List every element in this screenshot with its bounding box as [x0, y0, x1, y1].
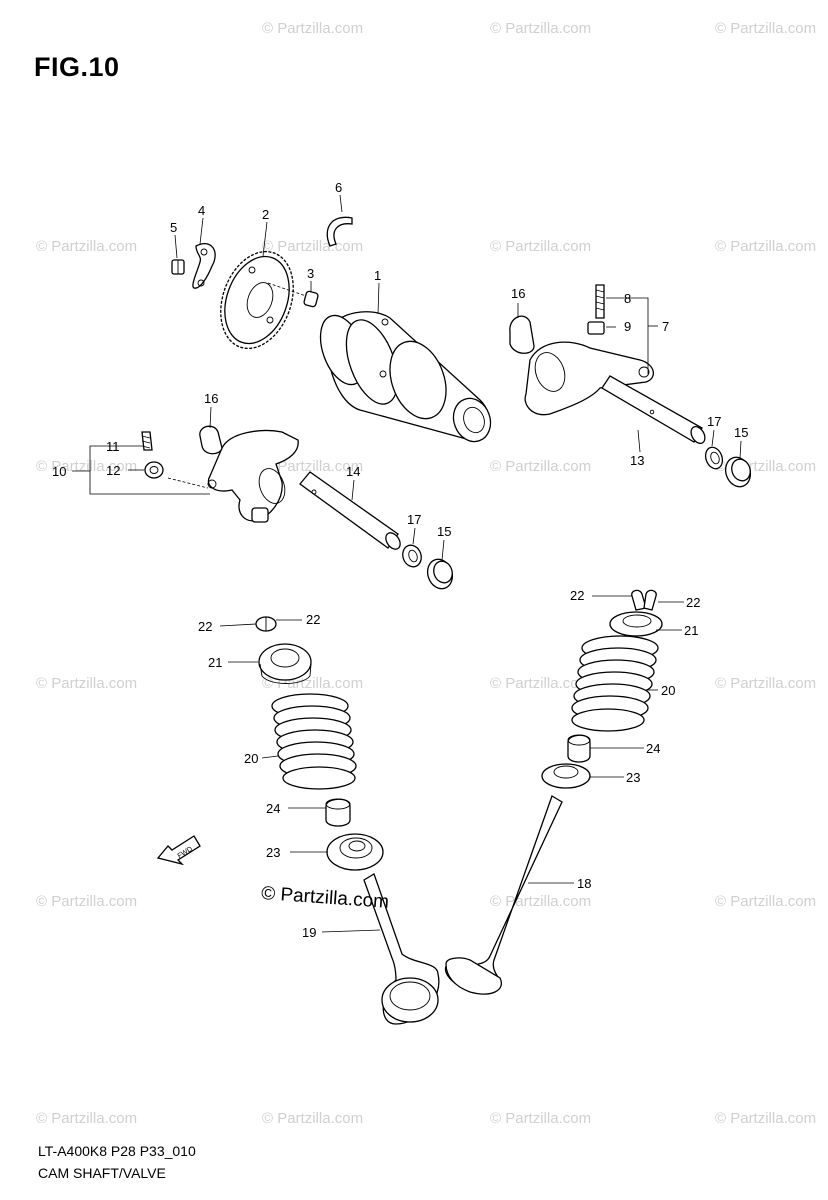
callout-9: 9	[624, 319, 631, 334]
callout-23-left: 23	[266, 845, 280, 860]
watermark: © Partzilla.com	[490, 893, 592, 910]
callout-24-left: 24	[266, 801, 280, 816]
spring-clip-left-part	[199, 425, 223, 455]
callout-16-right: 16	[511, 286, 525, 301]
callout-8: 8	[624, 291, 631, 306]
callout-21-right: 21	[684, 623, 698, 638]
cap-left-part	[426, 558, 454, 590]
callout-3: 3	[307, 266, 314, 281]
callout-labels: 1 2 3 4 5 6 7 8 9 10 11 12 13 14 15 15 1…	[52, 180, 748, 940]
callout-12: 12	[106, 463, 120, 478]
valve-stem-seal-right-part	[567, 734, 591, 763]
callout-22-b: 22	[686, 595, 700, 610]
watermark: © Partzilla.com	[262, 20, 364, 37]
spring-clip-right-part	[509, 315, 535, 354]
callout-20-left: 20	[244, 751, 258, 766]
intake-valve-right-part	[444, 795, 563, 995]
washer-left-part	[402, 544, 422, 568]
callout-1: 1	[374, 268, 381, 283]
callout-22-d: 22	[306, 612, 320, 627]
watermark: © Partzilla.com	[715, 675, 817, 692]
callout-20-right: 20	[661, 683, 675, 698]
watermark: © Partzilla.com	[715, 20, 817, 37]
callout-24-right: 24	[646, 741, 660, 756]
rocker-arm-right-part	[524, 284, 654, 416]
washer-right-part	[704, 446, 724, 470]
watermark: © Partzilla.com	[262, 458, 364, 475]
watermark: © Partzilla.com	[715, 893, 817, 910]
valve-stem-seal-left-part	[325, 798, 351, 827]
spring-retainer-right-part	[609, 611, 663, 637]
watermark: © Partzilla.com	[262, 238, 364, 255]
watermark: © Partzilla.com	[490, 458, 592, 475]
callout-4: 4	[198, 203, 205, 218]
watermark: © Partzilla.com	[490, 238, 592, 255]
watermark: © Partzilla.com	[36, 1110, 138, 1127]
valve-spring-right-part	[571, 635, 659, 732]
callout-15-right: 15	[734, 425, 748, 440]
watermark: © Partzilla.com	[36, 238, 138, 255]
callout-18: 18	[577, 876, 591, 891]
cam-sprocket-part	[220, 250, 294, 350]
spring-seat-right-part	[541, 763, 591, 789]
callout-14: 14	[346, 464, 360, 479]
watermark: © Partzilla.com	[715, 1110, 817, 1127]
figure-name: CAM SHAFT/VALVE	[38, 1165, 166, 1181]
callout-13: 13	[630, 453, 644, 468]
callout-15-left: 15	[437, 524, 451, 539]
spring-retainer-left-part	[258, 643, 312, 684]
figure-code: LT-A400K8 P28 P33_010	[38, 1143, 196, 1159]
callout-22-a: 22	[570, 588, 584, 603]
valve-cotters-right-part	[631, 589, 657, 611]
watermark: © Partzilla.com	[262, 1110, 364, 1127]
watermark: © Partzilla.com	[490, 1110, 592, 1127]
spring-seat-left-part	[326, 833, 384, 871]
callout-21-left: 21	[208, 655, 222, 670]
rocker-shaft-right-part	[601, 375, 706, 445]
callout-16-left: 16	[204, 391, 218, 406]
callout-6: 6	[335, 180, 342, 195]
callout-2: 2	[262, 207, 269, 222]
callout-10: 10	[52, 464, 66, 479]
watermark: © Partzilla.com	[490, 675, 592, 692]
watermark: © Partzilla.com	[715, 238, 817, 255]
exhaust-valve-left-part	[363, 873, 440, 1025]
rocker-shaft-left-part	[299, 471, 401, 550]
bearing-clip-part	[326, 216, 353, 247]
callout-17-right: 17	[707, 414, 721, 429]
fwd-arrow-icon: FWD	[156, 835, 201, 866]
bolt-part	[171, 259, 185, 275]
watermark: © Partzilla.com	[36, 458, 138, 475]
figure-title: FIG.10	[34, 52, 120, 82]
callout-7: 7	[662, 319, 669, 334]
callout-5: 5	[170, 220, 177, 235]
callout-22-c: 22	[198, 619, 212, 634]
watermark: © Partzilla.com	[36, 893, 138, 910]
cap-right-part	[724, 456, 752, 488]
pin-part	[267, 282, 319, 308]
valve-cotters-left-part	[255, 616, 277, 632]
callout-23-right: 23	[626, 770, 640, 785]
callout-11: 11	[106, 439, 120, 454]
watermark: © Partzilla.com	[36, 675, 138, 692]
watermark: © Partzilla.com	[490, 20, 592, 37]
lock-washer-part	[192, 243, 216, 289]
leader-lines	[72, 194, 742, 933]
callout-19: 19	[302, 925, 316, 940]
callout-17-left: 17	[407, 512, 421, 527]
camshaft-part	[319, 311, 492, 443]
rocker-arm-left-part	[141, 429, 299, 523]
valve-spring-left-part	[271, 693, 357, 790]
